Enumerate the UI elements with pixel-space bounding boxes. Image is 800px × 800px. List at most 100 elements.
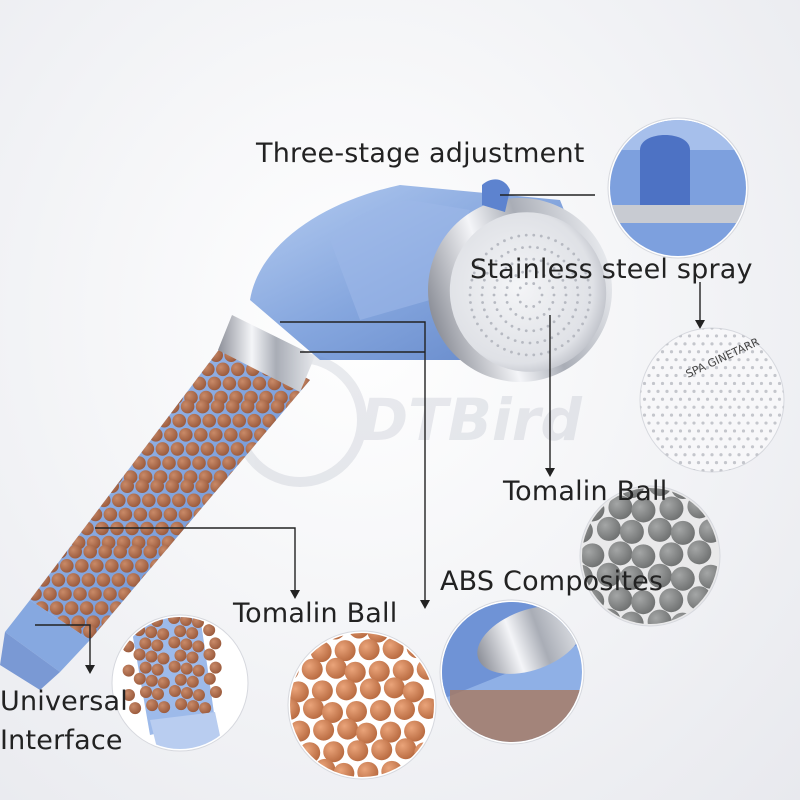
tourmaline-ball: [42, 456, 56, 470]
tourmaline-ball: [304, 390, 310, 405]
spray-hole: [755, 405, 759, 409]
spray-hole: [759, 350, 764, 354]
spray-hole: [651, 397, 656, 401]
spray-hole: [561, 278, 565, 282]
tourmaline-ball: [98, 624, 112, 639]
tourmaline-ball: [142, 493, 156, 508]
tourmaline-ball: [125, 442, 140, 456]
spray-hole: [710, 328, 714, 330]
spray-hole: [588, 293, 592, 297]
tourmaline-ball: [251, 535, 266, 550]
tourmaline-ball: [133, 648, 146, 661]
spray-hole: [557, 314, 561, 318]
tourmaline-ball: [312, 536, 326, 550]
spray-hole: [485, 315, 489, 319]
spray-hole: [484, 252, 488, 256]
tourmaline-ball: [292, 493, 306, 508]
spray-hole: [542, 313, 546, 316]
spray-hole: [705, 445, 710, 449]
tourmaline-ball: [44, 428, 58, 442]
spray-hole: [764, 453, 768, 457]
spray-hole: [710, 405, 714, 409]
tourmaline-ball: [305, 442, 310, 456]
gray-ball: [647, 563, 672, 588]
tourmaline-ball: [119, 348, 133, 363]
tourmaline-ball: [268, 507, 283, 522]
spray-hole: [640, 468, 642, 472]
tourmaline-ball: [180, 662, 193, 675]
tourmaline-ball: [45, 479, 59, 494]
tourmaline-ball: [78, 470, 93, 484]
tourmaline-ball: [145, 626, 158, 639]
spray-hole: [746, 453, 750, 457]
tourmaline-ball: [207, 456, 221, 470]
orange-ball: [290, 759, 312, 777]
tourmaline-ball: [239, 638, 254, 640]
spray-hole: [746, 342, 750, 346]
spray-hole: [581, 322, 584, 326]
spray-hole: [714, 366, 719, 370]
tourmaline-ball: [12, 536, 26, 550]
tourmaline-ball: [124, 601, 139, 615]
spray-hole: [723, 397, 728, 401]
tourmaline-ball: [53, 544, 67, 559]
spray-hole: [732, 397, 737, 401]
label-three-stage-adjustment: Three-stage adjustment: [256, 138, 585, 169]
spray-hole: [647, 328, 651, 330]
spray-hole: [683, 342, 687, 346]
tourmaline-ball: [97, 493, 111, 508]
spray-hole: [674, 342, 678, 346]
spray-hole: [705, 381, 710, 386]
spray-hole: [723, 429, 728, 433]
spray-hole: [674, 453, 678, 457]
orange-ball: [334, 640, 356, 662]
spray-hole: [504, 293, 508, 297]
spray-hole: [588, 301, 591, 304]
spray-hole: [764, 342, 768, 346]
tourmaline-ball: [240, 559, 254, 573]
spray-hole: [656, 437, 660, 441]
tourmaline-ball: [135, 559, 149, 573]
spray-hole: [714, 461, 719, 465]
spray-hole: [489, 321, 493, 325]
tourmaline-ball: [15, 559, 29, 573]
tourmaline-ball: [97, 335, 112, 348]
tourmaline-ball: [148, 587, 162, 601]
spray-hole: [692, 437, 696, 441]
spray-hole: [768, 366, 773, 370]
spray-hole: [665, 405, 669, 409]
spray-hole: [683, 389, 687, 393]
tourmaline-ball: [67, 413, 81, 428]
spray-hole: [759, 413, 764, 417]
tourmaline-ball: [208, 587, 222, 601]
tourmaline-ball: [194, 348, 208, 363]
gray-ball: [698, 610, 718, 624]
spray-hole: [696, 461, 701, 465]
orange-ball: [344, 661, 366, 683]
spray-hole: [532, 305, 536, 308]
tourmaline-ball: [56, 335, 70, 339]
orange-ball: [367, 633, 389, 643]
spray-hole: [728, 342, 732, 346]
tourmaline-ball: [150, 479, 164, 494]
tourmaline-ball: [180, 559, 194, 573]
tourmaline-ball: [185, 442, 200, 456]
spray-hole: [468, 293, 472, 297]
spray-hole: [692, 405, 696, 409]
spray-hole: [543, 247, 547, 251]
spray-hole: [705, 397, 710, 401]
spray-hole: [503, 347, 506, 351]
tourmaline-ball: [300, 559, 310, 573]
spray-hole: [768, 445, 773, 449]
tourmaline-ball: [97, 413, 111, 428]
tourmaline-ball: [30, 544, 38, 559]
orange-ball: [402, 681, 424, 703]
tourmaline-ball: [58, 507, 73, 522]
spray-hole: [552, 266, 556, 270]
tourmaline-ball: [157, 652, 170, 665]
tourmaline-ball: [36, 362, 50, 377]
spray-hole: [705, 366, 710, 370]
spray-hole: [714, 445, 719, 449]
gray-ball: [582, 543, 605, 568]
tourmaline-ball: [210, 399, 225, 414]
